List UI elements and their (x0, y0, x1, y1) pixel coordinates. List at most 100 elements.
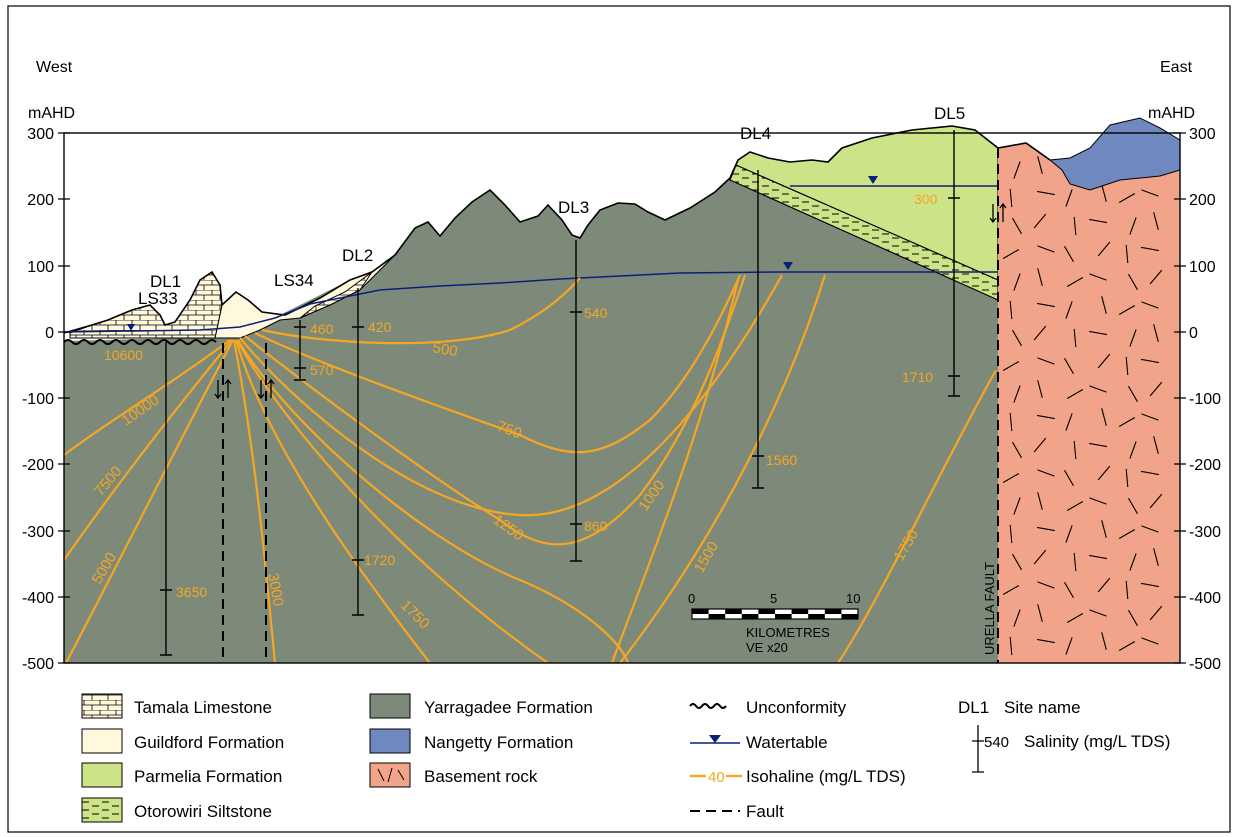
watertable-marker-2 (783, 262, 793, 270)
legend-swatch-guildford (81, 728, 123, 754)
basement-hatch-stroke (1065, 637, 1073, 655)
basement-hatch-stroke (1128, 609, 1138, 627)
legend-fault: Fault (746, 802, 784, 821)
watertable-main (63, 271, 998, 333)
scale-bar-segment (758, 609, 775, 614)
basement-hatch-stroke (1097, 465, 1111, 481)
basement-hatch-stroke (1009, 524, 1013, 544)
basement-hatch-stroke (1037, 357, 1055, 365)
salinity-ls34-top: 460 (310, 321, 334, 337)
legend-yarragadee: Yarragadee Formation (424, 698, 593, 717)
left-tick-labels: 300 200 100 0 -100 -200 -300 -400 -500 (22, 126, 54, 673)
isohaline-750 (254, 274, 742, 454)
basement-hatch-stroke (1037, 414, 1055, 420)
scale-bar-segment (808, 614, 825, 619)
basement-hatch-stroke (1013, 161, 1021, 179)
site-labels: DL1 LS33 LS34 DL2 DL3 DL4 DL5 (138, 104, 965, 308)
basement-hatch-stroke (1118, 417, 1136, 427)
basement-hatch-stroke (1065, 413, 1073, 431)
site-dl5: DL5 (934, 104, 965, 123)
basement-hatch-stroke (1013, 609, 1021, 627)
basement-hatch-stroke (1141, 246, 1159, 252)
left-tick-100: 100 (27, 259, 54, 276)
basement-hatch-stroke (1089, 330, 1107, 336)
basement-hatch-stroke (1097, 241, 1111, 257)
borehole-ticks (160, 326, 582, 591)
basement-hatch-stroke (1101, 184, 1107, 202)
basement-hatch-stroke (1033, 549, 1047, 565)
basement-hatch-stroke (1125, 580, 1129, 600)
scale-bar-segment (725, 609, 742, 614)
site-dl3: DL3 (558, 198, 589, 217)
basement-hatch-stroke (1066, 613, 1084, 623)
legend-otorowiri: Otorowiri Siltstone (134, 802, 272, 821)
isohaline-upper-mid (610, 279, 740, 664)
salinity-dl3-bottom: 860 (584, 518, 608, 534)
basement-hatch-stroke (1065, 301, 1073, 319)
scale-tick-5: 5 (770, 591, 777, 606)
scale-unit: KILOMETRES (746, 625, 830, 640)
scale-bar-segment (824, 609, 842, 614)
borehole-dl1 (160, 342, 172, 656)
legend-basement-hatch (377, 767, 405, 783)
east-label: East (1160, 59, 1193, 76)
right-tick-m100: -100 (1189, 391, 1221, 408)
isohaline-7500 (63, 339, 233, 561)
basement-hatch-stroke (1141, 470, 1159, 476)
scale-bar-segment (692, 609, 709, 614)
basement-hatch-stroke (1118, 641, 1136, 651)
right-tick-labels: 300 200 100 0 -100 -200 -300 -400 -500 (1189, 126, 1221, 673)
scale-bar-segment (841, 614, 858, 619)
basement-hatch-stroke (1125, 244, 1129, 264)
west-label: West (36, 59, 73, 76)
left-unit-label: mAHD (28, 105, 75, 122)
basement-hatch-stroke (1089, 218, 1107, 224)
salinity-dl2-bottom: 1720 (364, 552, 395, 568)
basement-hatch-stroke (1149, 605, 1163, 621)
basement-hatch-stroke (1065, 525, 1073, 543)
left-tick-m400: -400 (22, 590, 54, 607)
isohaline-500 (261, 277, 581, 345)
salinity-ls34-bottom: 570 (310, 362, 334, 378)
axis-ticks (58, 132, 1186, 664)
basement-hatch-stroke (1149, 381, 1163, 397)
legend-salinity-symbol (972, 725, 984, 773)
basement-hatch-stroke (1118, 305, 1136, 315)
basement-hatch-stroke (1037, 604, 1043, 622)
legend: Tamala Limestone Guildford Formation Par… (81, 693, 1170, 823)
basement-hatch-stroke (1013, 273, 1021, 291)
left-tick-200: 200 (27, 192, 54, 209)
legend-unconformity-symbol (689, 703, 727, 709)
basement-hatch-stroke (1037, 526, 1055, 532)
basement-hatch-stroke (1037, 268, 1043, 286)
basement-hatch-stroke (1066, 277, 1084, 287)
isohaline-2 (236, 339, 549, 664)
faults (214, 148, 1007, 663)
basement-rock (998, 142, 1180, 663)
basement-hatch-stroke (1012, 217, 1022, 235)
scale-tick-10: 10 (846, 591, 860, 606)
basement-hatch-stroke (1141, 189, 1159, 197)
borehole-dl4 (752, 170, 764, 489)
legend-salinity-sample: 540 (984, 734, 1009, 751)
basement-hatch-stroke (1073, 552, 1077, 572)
watertable-marker-3 (868, 176, 878, 184)
basement-hatch-stroke (1153, 212, 1159, 230)
basement-hatch-stroke (1101, 520, 1107, 538)
right-tick-m400: -400 (1189, 590, 1221, 607)
basement-hatch-stroke (1153, 436, 1159, 454)
isohaline-3000 (232, 339, 277, 664)
legend-watertable-marker (709, 735, 721, 743)
basement-hatch-stroke (1065, 189, 1073, 207)
salinity-dl4-bottom: 1560 (766, 452, 797, 468)
basement-hatch-stroke (1012, 329, 1022, 347)
basement-hatch-stroke (1141, 637, 1159, 645)
borehole-dl5 (948, 130, 960, 397)
basement-hatch-stroke (1141, 301, 1159, 309)
figure-frame (7, 5, 1231, 833)
watertable-marker-1 (127, 324, 135, 331)
legend-isohaline-sample: 40 (708, 769, 725, 786)
basement-hatch-stroke (1073, 328, 1077, 348)
basement-hatch-stroke (1064, 581, 1074, 599)
